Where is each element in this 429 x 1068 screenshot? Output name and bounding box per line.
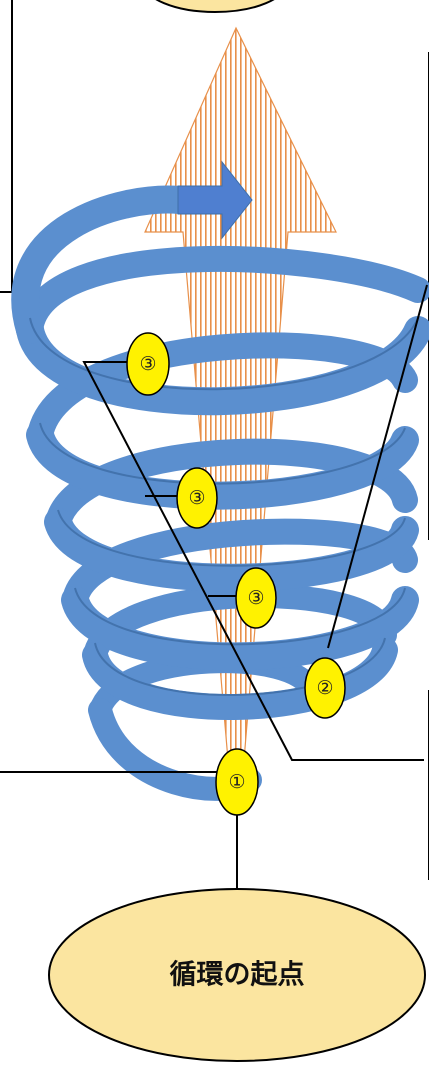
badge-3b: ③ (176, 467, 218, 529)
top-oval-shape (155, 0, 275, 13)
connector-lines (0, 284, 428, 888)
start-oval: 循環の起点 (48, 888, 426, 1062)
svg-text:②: ② (316, 677, 333, 699)
rightward-blue-arrow-icon (177, 160, 253, 240)
start-label: 循環の起点 (170, 960, 305, 991)
svg-text:③: ③ (247, 587, 264, 609)
svg-text:③: ③ (139, 353, 156, 375)
left-top-connector (0, 0, 13, 293)
svg-text:③: ③ (188, 487, 205, 509)
badge-2: ② (304, 657, 346, 719)
badge-1: ① (215, 748, 259, 816)
svg-text:①: ① (228, 771, 245, 793)
badge-3c: ③ (235, 567, 277, 629)
badge-3a: ③ (126, 332, 170, 396)
